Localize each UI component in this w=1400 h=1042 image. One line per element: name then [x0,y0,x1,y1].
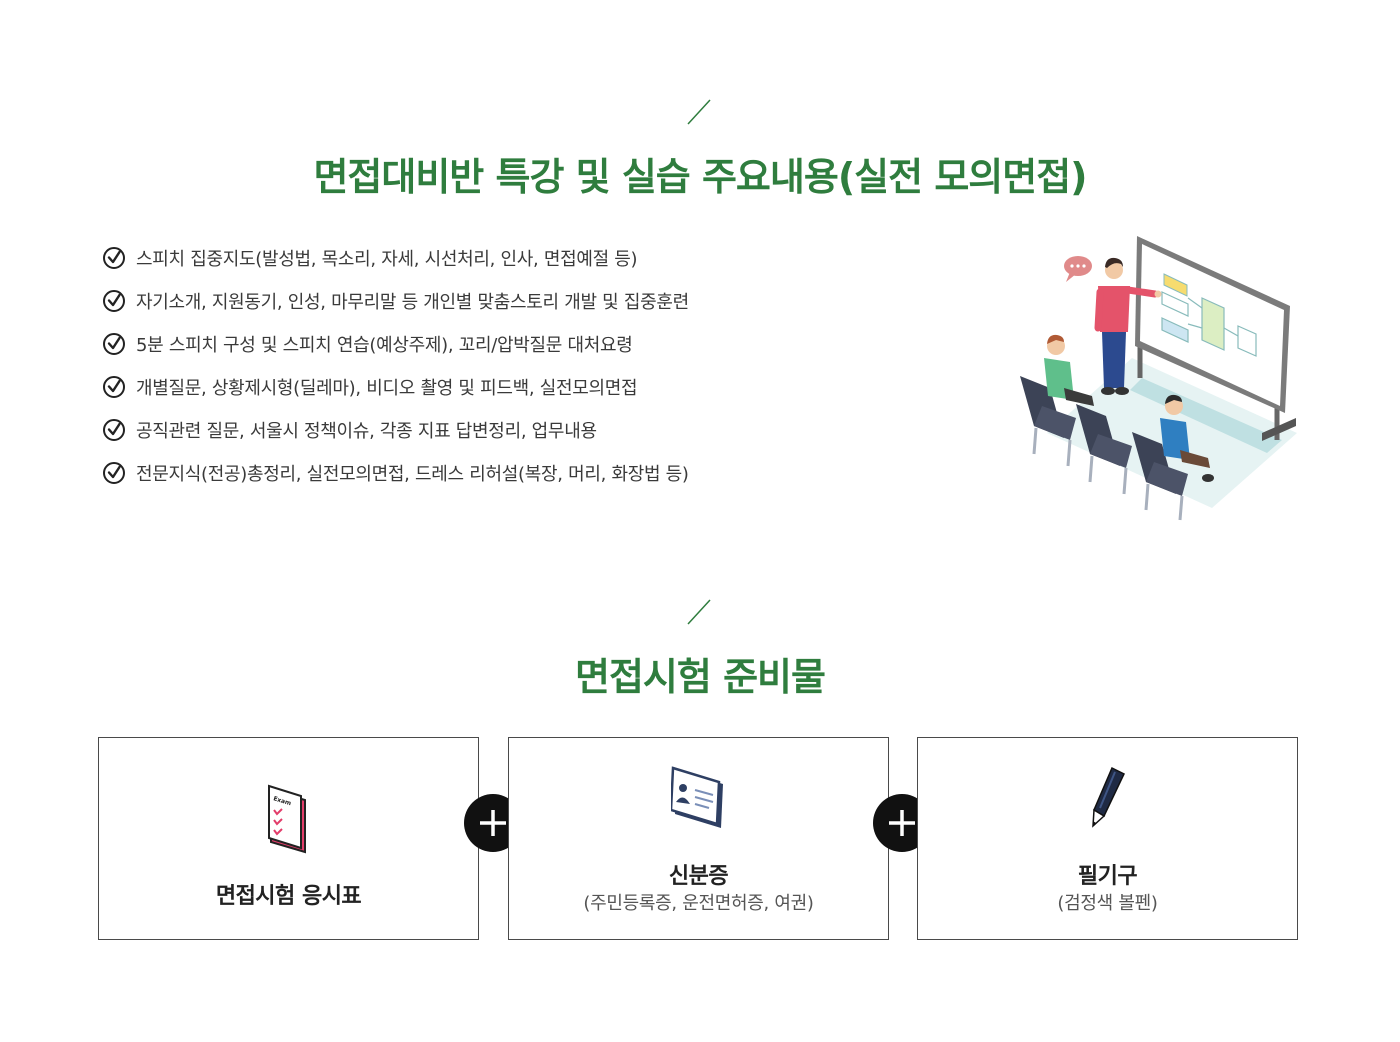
list-item-text: 스피치 집중지도(발성법, 목소리, 자세, 시선처리, 인사, 면접예절 등) [136,248,638,270]
card-title: 필기구 [1077,864,1138,889]
list-item-text: 5분 스피치 구성 및 스피치 연습(예상주제), 꼬리/압박질문 대처요령 [136,334,633,356]
title-slash-decoration [687,99,711,125]
pen-icon [1091,766,1125,828]
lecture-content-list: 스피치 집중지도(발성법, 목소리, 자세, 시선처리, 인사, 면접예절 등)… [102,236,689,494]
list-item-text: 공직관련 질문, 서울시 정책이슈, 각종 지표 답변정리, 업무내용 [136,420,597,442]
list-item: 스피치 집중지도(발성법, 목소리, 자세, 시선처리, 인사, 면접예절 등) [102,236,689,279]
card-exam-ticket: Exam 면접시험 응시표 [98,737,479,940]
list-item-text: 개별질문, 상황제시형(딜레마), 비디오 촬영 및 피드백, 실전모의면접 [136,377,638,399]
list-item: 자기소개, 지원동기, 인성, 마무리말 등 개인별 맞춤스토리 개발 및 집중… [102,279,689,322]
card-title: 면접시험 응시표 [215,884,362,909]
card-writing-tool: 필기구 (검정색 볼펜) [917,737,1298,940]
check-circle-icon [103,418,125,441]
card-subtitle: (검정색 볼펜) [1057,893,1158,914]
list-item-text: 전문지식(전공)총정리, 실전모의면접, 드레스 리허설(복장, 머리, 화장법… [136,463,689,485]
list-item: 공직관련 질문, 서울시 정책이슈, 각종 지표 답변정리, 업무내용 [102,408,689,451]
check-circle-icon [103,289,125,312]
exam-ticket-icon: Exam [267,784,306,854]
list-item: 전문지식(전공)총정리, 실전모의면접, 드레스 리허설(복장, 머리, 화장법… [102,451,689,494]
section-title-materials: 면접시험 준비물 [575,655,826,699]
list-item: 5분 스피치 구성 및 스피치 연습(예상주제), 꼬리/압박질문 대처요령 [102,322,689,365]
check-circle-icon [103,375,125,398]
check-circle-icon [103,461,125,484]
check-circle-icon [103,332,125,355]
id-card-icon [670,766,723,828]
card-id-card: 신분증 (주민등록증, 운전면허증, 여권) [508,737,889,940]
title-slash-decoration [687,599,711,625]
check-circle-icon [103,246,125,269]
card-title: 신분증 [668,864,729,889]
card-subtitle: (주민등록증, 운전면허증, 여권) [583,893,814,914]
list-item-text: 자기소개, 지원동기, 인성, 마무리말 등 개인별 맞춤스토리 개발 및 집중… [136,291,689,313]
presentation-illustration [1020,236,1297,521]
list-item: 개별질문, 상황제시형(딜레마), 비디오 촬영 및 피드백, 실전모의면접 [102,365,689,408]
section-title-lectures: 면접대비반 특강 및 실습 주요내용(실전 모의면접) [313,155,1087,199]
